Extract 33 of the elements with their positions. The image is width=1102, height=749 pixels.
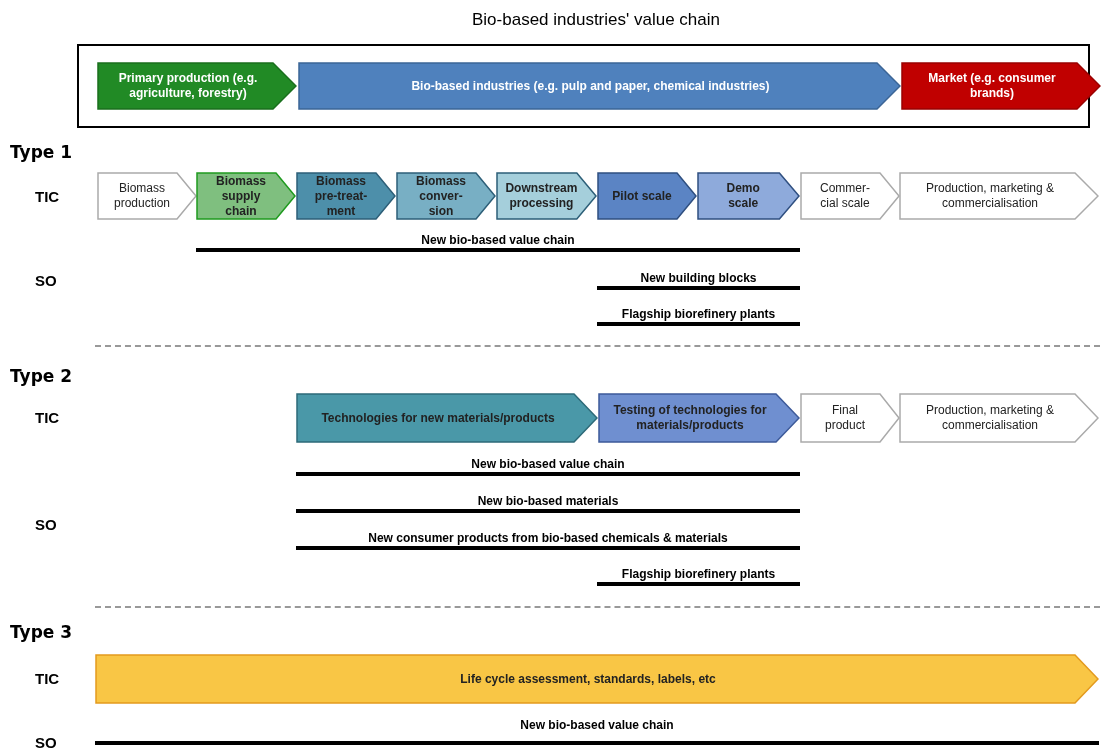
timeline-bar: Flagship biorefinery plants bbox=[597, 306, 800, 326]
row-label: SO bbox=[35, 734, 57, 749]
process-step: Biomass conver- sion bbox=[396, 172, 496, 220]
timeline-bar: New bio-based value chain bbox=[196, 232, 800, 252]
timeline-bar: New bio-based materials bbox=[296, 493, 800, 513]
process-step: Commer- cial scale bbox=[800, 172, 900, 220]
row-label: TIC bbox=[35, 188, 60, 205]
row-label: TIC bbox=[35, 409, 60, 426]
process-step: Primary production (e.g. agriculture, forestry) bbox=[97, 62, 297, 110]
process-step: Pilot scale bbox=[597, 172, 697, 220]
process-step: Testing of technologies for materials/products bbox=[598, 393, 800, 443]
timeline-bar: Flagship biorefinery plants bbox=[597, 566, 800, 586]
row-label: SO bbox=[35, 272, 57, 289]
process-step: Life cycle assessment, standards, labels, etc bbox=[95, 654, 1099, 704]
section-heading: Type 1 bbox=[10, 142, 73, 162]
row-label: TIC bbox=[35, 670, 60, 687]
timeline-bar: New building blocks bbox=[597, 270, 800, 290]
process-step: Market (e.g. consumer brands) bbox=[901, 62, 1101, 110]
process-step: Downstream processing bbox=[496, 172, 597, 220]
timeline-bar: New bio-based value chain bbox=[296, 456, 800, 476]
timeline-bar: New bio-based value chain bbox=[95, 717, 1099, 745]
process-step: Biomass production bbox=[97, 172, 197, 220]
section-heading: Type 2 bbox=[10, 366, 73, 386]
process-step: Biomass pre-treat- ment bbox=[296, 172, 396, 220]
section-heading: Type 3 bbox=[10, 622, 73, 642]
process-step: Bio-based industries (e.g. pulp and paper, chemical industries) bbox=[298, 62, 901, 110]
diagram-title: Bio-based industries' value chain bbox=[471, 10, 721, 30]
process-step: Final product bbox=[800, 393, 900, 443]
timeline-bar: New consumer products from bio-based chemicals & materials bbox=[296, 530, 800, 550]
process-step: Technologies for new materials/products bbox=[296, 393, 598, 443]
process-step: Demo scale bbox=[697, 172, 800, 220]
row-label: SO bbox=[35, 516, 57, 533]
process-step: Biomass supply chain bbox=[196, 172, 296, 220]
